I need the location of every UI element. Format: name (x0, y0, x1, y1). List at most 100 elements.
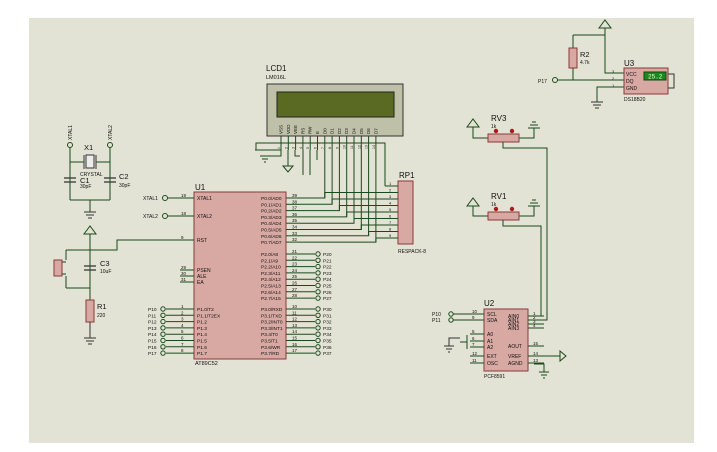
net-terminal[interactable] (315, 306, 321, 312)
net-terminal[interactable] (315, 325, 321, 331)
net-terminal[interactable] (315, 263, 321, 270)
mcu-pin-name: P2.0/A8 (261, 252, 278, 258)
xtal2-mcu-terminal[interactable] (162, 213, 168, 219)
reset-circuit[interactable]: C3 10uF R1 220 (53, 225, 194, 345)
net-terminal[interactable] (315, 276, 321, 282)
net-terminal[interactable] (315, 337, 321, 344)
mcu-pin-number: 37 (292, 206, 298, 211)
net-terminal[interactable] (448, 311, 454, 317)
net-terminal[interactable] (160, 337, 166, 344)
net-terminal[interactable] (315, 257, 321, 263)
temperature-sensor-section[interactable]: R2 4.7k P17 U3 3 2 1 VCC DQ GND 25.2 DS1… (538, 19, 675, 109)
net-label: P21 (323, 258, 332, 264)
rp1-pin-number: 9 (389, 233, 392, 238)
net-terminal[interactable] (448, 317, 454, 323)
mcu-part: AT89C52 (195, 361, 218, 367)
mcu-pin-number: 22 (292, 255, 298, 260)
mcu-pin-number: 14 (292, 329, 298, 334)
net-terminal[interactable] (315, 282, 321, 289)
rp1-pin-number: 6 (389, 214, 392, 219)
net-terminal[interactable] (160, 312, 166, 318)
net-terminal[interactable] (315, 289, 321, 295)
u3-pin-dq: DQ (626, 79, 634, 85)
net-terminal[interactable] (315, 251, 321, 257)
lcd-pin-number: 10 (343, 145, 347, 149)
net-terminal[interactable] (315, 270, 321, 276)
reset-button[interactable] (53, 259, 63, 277)
r2-ref: R2 (580, 50, 590, 59)
xtal1-mcu-terminal[interactable] (162, 195, 168, 201)
mcu-pin-name: P3.4/T0 (261, 332, 278, 338)
net-terminal[interactable] (160, 318, 166, 325)
net-terminal[interactable] (315, 344, 321, 350)
u2-pin-number: 12 (472, 351, 478, 356)
net-terminal[interactable] (315, 295, 321, 301)
net-terminal[interactable] (160, 344, 166, 350)
u2-pin-number: 13 (533, 358, 539, 363)
net-terminal[interactable] (160, 306, 166, 312)
mcu-pin-number: 19 (181, 193, 187, 198)
bus-wire (346, 211, 385, 217)
lcd-ref: LCD1 (266, 64, 287, 73)
u2-pin-number: 6 (472, 336, 475, 341)
mcu-pin-name: P1.0/T2 (197, 307, 214, 313)
u2-ref: U2 (484, 299, 495, 308)
mcu-pin-name: P0.7/AD7 (261, 240, 282, 246)
lcd-pin-label: D2 (337, 128, 342, 134)
u3-pin-num-2: 2 (612, 76, 615, 81)
mcu-pin-name: P1.6 (197, 345, 207, 351)
u2-pin-number: 15 (533, 341, 539, 346)
potentiometer-rv3[interactable]: RV3 1k (466, 114, 548, 321)
mcu-pin-name: P3.6/WR (261, 345, 281, 351)
mcu-pin-name: P3.1/TXD (261, 313, 282, 319)
mcu-pin-name: P0.3/AD3 (261, 215, 282, 221)
xtal2-terminal[interactable] (107, 142, 113, 148)
lcd-pin-number: 6 (314, 147, 318, 149)
mcu-pin-group: 19XTAL118XTAL29RST29PSEN30ALE31EA39P0.0/… (148, 193, 332, 357)
oscillator-circuit[interactable]: XTAL1 XTAL2 X1 CRYSTAL C1 30pF C2 30pF (64, 125, 130, 219)
net-label: P25 (323, 284, 332, 290)
net-label: P34 (323, 332, 332, 338)
u2-pin-name: AOUT (508, 344, 522, 350)
p17-terminal[interactable] (552, 77, 558, 83)
mcu-pin-number: 31 (181, 277, 187, 282)
rp1-pin-number: 5 (389, 207, 392, 212)
net-label: P11 (148, 313, 157, 319)
mcu-pin-number: 5 (181, 329, 184, 334)
u2-pin-number: 5 (472, 329, 475, 334)
mcu-pin-name: P2.6/A14 (261, 290, 281, 296)
lcd-pin-label: D3 (344, 128, 349, 134)
lcd-pin-label: D5 (359, 128, 364, 134)
mcu-pin-name: P3.0/RXD (261, 307, 283, 313)
u3-pin-vcc: VCC (626, 72, 637, 78)
mcu-pin-name: P0.5/AD5 (261, 228, 282, 234)
mcu-pin-name: XTAL1 (197, 196, 212, 202)
rp1-part: RESPACK-8 (398, 249, 426, 255)
u2-pin-name: A0 (487, 332, 493, 338)
net-terminal[interactable] (160, 331, 166, 337)
net-label: P36 (323, 345, 332, 351)
net-terminal[interactable] (160, 350, 166, 356)
c2-ref: C2 (119, 172, 129, 181)
mcu-pin-number: 6 (181, 336, 184, 341)
lcd-module[interactable]: LCD1 LM016L VSS1VDD2VEE3RS4RW5E6D07D18D2… (266, 64, 404, 150)
u2-part: PCF8591 (484, 374, 505, 380)
mcu-pin-number: 21 (292, 249, 298, 254)
mcu-at89c52[interactable]: U1 AT89C52 19XTAL118XTAL29RST29PSEN30ALE… (148, 183, 332, 367)
net-label: P12 (148, 320, 157, 326)
net-label: P37 (323, 351, 332, 357)
u2-pin-name: AGND (508, 361, 523, 367)
net-terminal[interactable] (315, 312, 321, 318)
net-terminal[interactable] (160, 325, 166, 331)
net-terminal[interactable] (315, 350, 321, 356)
xtal1-terminal[interactable] (67, 142, 73, 148)
net-label: P20 (323, 252, 332, 258)
mcu-xtal-terminals[interactable]: XTAL1 XTAL2 (143, 195, 168, 221)
net-terminal[interactable] (315, 318, 321, 325)
mcu-pin-name: P0.0/AD0 (261, 196, 282, 202)
mcu-pin-name: P1.5 (197, 339, 207, 345)
net-terminal[interactable] (315, 331, 321, 337)
